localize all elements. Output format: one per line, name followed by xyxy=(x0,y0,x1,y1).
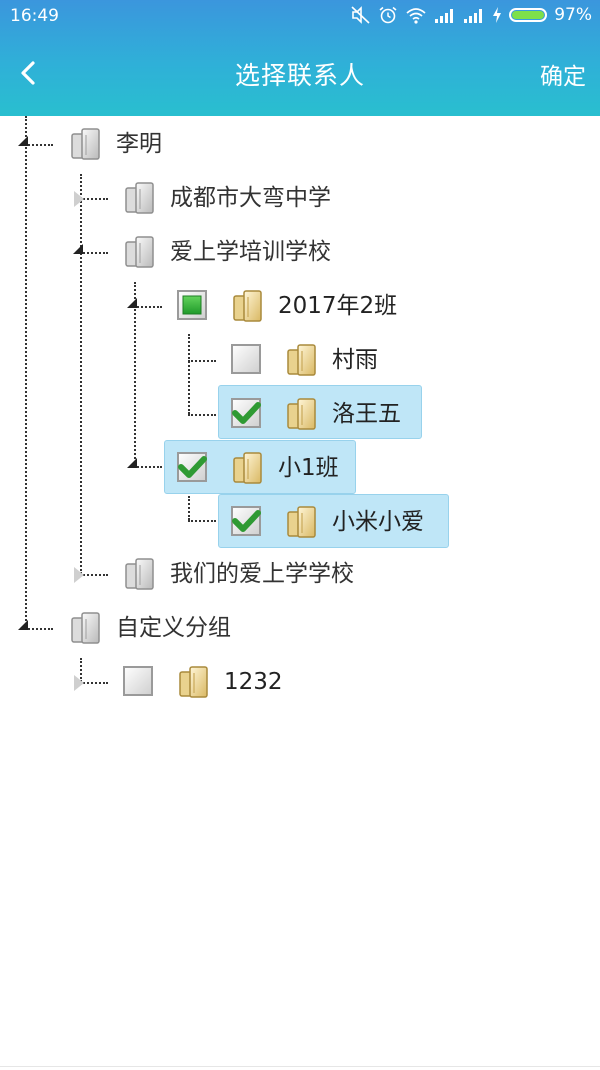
tree-node-label: 小米小爱 xyxy=(332,509,424,535)
folder-icon xyxy=(286,505,318,539)
tree-node-label: 洛王五 xyxy=(332,401,401,427)
folder-icon xyxy=(124,235,156,269)
tree-line xyxy=(80,658,82,682)
tree-line xyxy=(188,414,216,416)
tree-line xyxy=(134,306,162,308)
status-icons: 97% xyxy=(351,5,592,25)
app-header: 16:49 xyxy=(0,0,600,116)
tree-node-label: 村雨 xyxy=(332,347,378,373)
tree-node-label: 爱上学培训学校 xyxy=(170,239,331,265)
partial-checkbox[interactable] xyxy=(177,290,207,320)
tree-line xyxy=(134,282,136,466)
tree-line xyxy=(134,466,162,468)
tree-node-label: 我们的爱上学学校 xyxy=(170,561,354,587)
alarm-icon xyxy=(379,6,397,24)
tree-node-label: 李明 xyxy=(116,131,162,157)
signal-icon xyxy=(435,9,454,23)
tree-node-label: 小1班 xyxy=(278,455,339,481)
bottom-divider xyxy=(0,1066,600,1067)
tree-node-label: 1232 xyxy=(224,669,283,695)
tree-line xyxy=(80,252,108,254)
folder-icon xyxy=(70,127,102,161)
checkbox[interactable] xyxy=(231,344,261,374)
battery-percent: 97% xyxy=(554,5,592,25)
collapse-icon[interactable] xyxy=(73,244,83,254)
tree-line xyxy=(80,682,108,684)
tree-line xyxy=(188,520,216,522)
mute-icon xyxy=(351,6,370,24)
tree-line xyxy=(188,334,190,414)
collapse-icon[interactable] xyxy=(18,620,28,630)
tree-node-label: 2017年2班 xyxy=(278,293,398,319)
folder-icon xyxy=(178,665,210,699)
tree-node-label: 自定义分组 xyxy=(116,615,231,641)
collapse-icon[interactable] xyxy=(127,458,137,468)
folder-icon xyxy=(124,557,156,591)
checkbox[interactable] xyxy=(123,666,153,696)
contact-tree: 李明 成都市大弯中学 爱上学培训学校 2017年2班 村雨 洛王五 小1班 小米… xyxy=(0,116,600,1070)
folder-icon xyxy=(124,181,156,215)
back-button[interactable] xyxy=(14,58,44,88)
tree-line xyxy=(188,360,216,362)
charging-icon xyxy=(493,7,502,23)
folder-icon xyxy=(232,289,264,323)
folder-icon xyxy=(286,343,318,377)
tree-line xyxy=(25,144,53,146)
page-title: 选择联系人 xyxy=(234,61,365,90)
folder-icon xyxy=(286,397,318,431)
tree-line xyxy=(80,198,108,200)
tree-node-label: 成都市大弯中学 xyxy=(170,185,331,211)
tree-line xyxy=(80,174,82,574)
tree-line xyxy=(25,628,53,630)
collapse-icon[interactable] xyxy=(18,136,28,146)
collapse-icon[interactable] xyxy=(127,298,137,308)
folder-icon xyxy=(70,611,102,645)
expand-icon[interactable] xyxy=(74,191,84,207)
checkbox-checked[interactable] xyxy=(177,452,207,482)
tree-line xyxy=(188,496,190,520)
tree-line xyxy=(25,116,27,628)
wifi-icon xyxy=(406,8,426,24)
status-bar: 16:49 xyxy=(0,0,600,34)
expand-icon[interactable] xyxy=(74,567,84,583)
checkbox-checked[interactable] xyxy=(231,506,261,536)
tree-line xyxy=(80,574,108,576)
battery-icon xyxy=(509,8,548,22)
confirm-button[interactable]: 确定 xyxy=(540,64,586,90)
expand-icon[interactable] xyxy=(74,675,84,691)
checkbox-checked[interactable] xyxy=(231,398,261,428)
signal-icon xyxy=(464,9,483,23)
folder-icon xyxy=(232,451,264,485)
status-time: 16:49 xyxy=(10,6,59,26)
